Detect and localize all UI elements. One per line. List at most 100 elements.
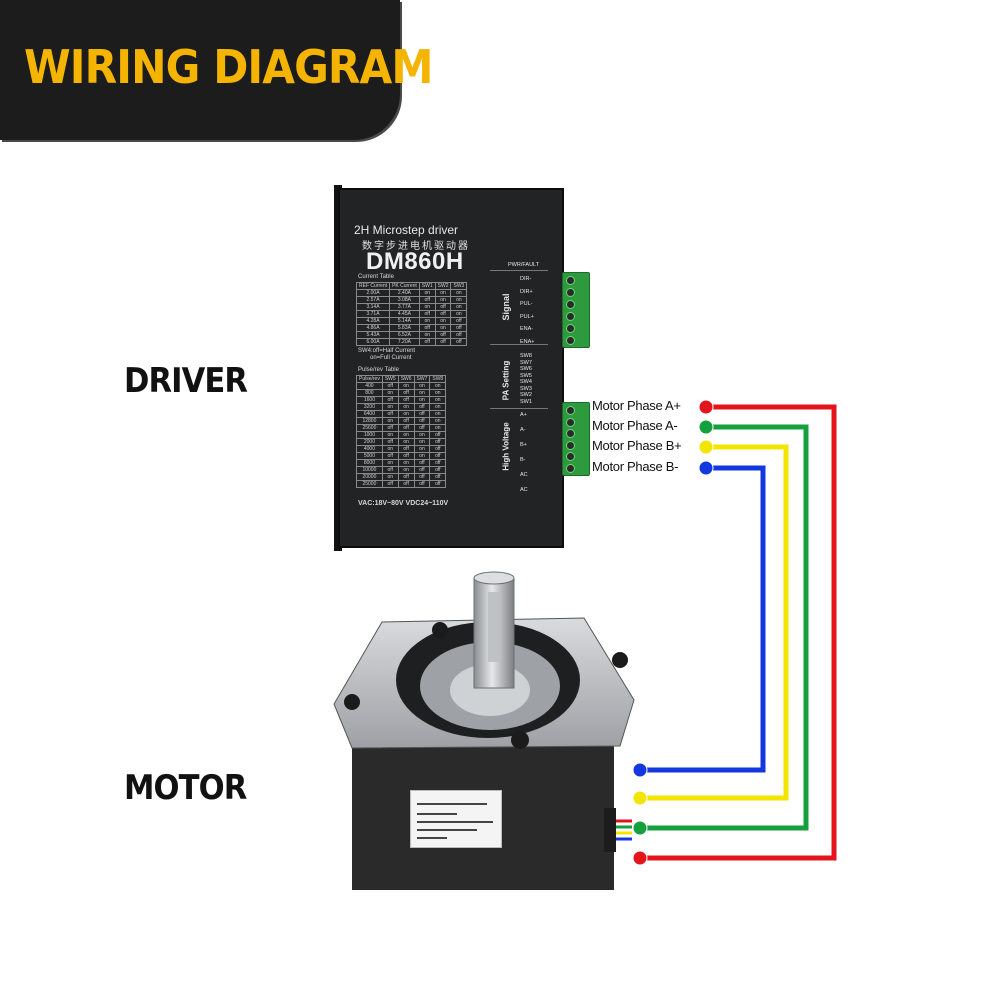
- terminal-screw-icon: [566, 417, 575, 427]
- table-cell: off: [450, 317, 468, 325]
- table-cell: 3.14A: [355, 303, 391, 311]
- table-cell: off: [413, 417, 431, 425]
- pwr-fault-label: PWR/FAULT: [508, 262, 540, 268]
- table-cell: on: [429, 410, 447, 418]
- table-cell: on: [429, 403, 447, 411]
- terminal-screw-icon: [566, 300, 575, 309]
- table-cell: 4.86A: [355, 324, 391, 332]
- table-cell: off: [381, 410, 399, 418]
- sw-pin-label: SW6: [520, 366, 532, 372]
- wire-line: [640, 424, 809, 831]
- table-cell: on: [381, 459, 399, 467]
- table-cell: SW8: [429, 375, 447, 383]
- table-cell: 6400: [356, 410, 383, 418]
- table-cell: off: [429, 445, 447, 453]
- table-cell: 6.00A: [355, 338, 391, 346]
- table-cell: off: [418, 296, 436, 304]
- table-cell: on: [429, 389, 447, 397]
- table-cell: on: [397, 466, 415, 474]
- sw4-note: SW4:off=Half Current: [358, 348, 416, 354]
- table-cell: 1600: [356, 396, 383, 404]
- table-cell: 2.00A: [355, 289, 391, 297]
- power-pin-label: AC: [520, 487, 528, 493]
- table-cell: on: [434, 289, 452, 297]
- table-cell: 8000: [356, 459, 383, 467]
- table-cell: 4.45A: [389, 310, 420, 318]
- wire-endpoint-dot-icon: [698, 399, 714, 415]
- wire-label: Motor Phase A-: [592, 418, 678, 433]
- table-cell: on: [434, 324, 452, 332]
- table-cell: off: [450, 324, 468, 332]
- sw-pin-label: SW1: [520, 398, 532, 405]
- table-cell: 800: [356, 389, 383, 397]
- table-cell: on: [397, 431, 415, 439]
- table-cell: on: [413, 396, 431, 404]
- table-cell: 3.71A: [355, 310, 391, 318]
- table-cell: off: [381, 480, 399, 488]
- table-cell: off: [381, 438, 399, 446]
- wire-endpoint-dot-icon: [632, 762, 648, 778]
- table-cell: SW6: [397, 375, 415, 383]
- table-cell: 6.52A: [389, 331, 420, 339]
- table-cell: on: [397, 403, 415, 411]
- sw-pin-label: SW3: [520, 385, 532, 392]
- table-cell: 1000: [356, 431, 383, 439]
- table-cell: on: [397, 438, 415, 446]
- table-cell: 3.77A: [389, 303, 420, 311]
- wire-label: Motor Phase B-: [592, 459, 679, 474]
- table-cell: off: [434, 303, 452, 311]
- power-pin-label: B-: [520, 457, 526, 463]
- table-cell: off: [450, 331, 468, 339]
- table-cell: off: [397, 424, 415, 432]
- wire-label: Motor Phase B+: [592, 438, 682, 453]
- table-cell: 3.08A: [389, 296, 420, 304]
- table-cell: on: [450, 296, 468, 304]
- table-cell: 2.57A: [355, 296, 391, 304]
- motor-cable-gland: [604, 808, 616, 852]
- banner-title: WIRING DIAGRAM: [24, 40, 434, 94]
- table-cell: on: [450, 303, 468, 311]
- table-cell: SW3: [450, 282, 468, 290]
- driver-model: DM860H: [366, 248, 464, 275]
- table-cell: off: [397, 473, 415, 481]
- sw-pin-label: SW5: [520, 372, 532, 379]
- power-pin-label: B+: [520, 442, 527, 448]
- terminal-screw-icon: [566, 440, 575, 450]
- table-cell: off: [434, 310, 452, 318]
- table-cell: off: [381, 382, 399, 390]
- table-cell: on: [450, 310, 468, 318]
- wire-endpoint-dot-icon: [632, 850, 648, 866]
- motor-nameplate: [410, 790, 502, 848]
- table-cell: off: [413, 480, 431, 488]
- table-cell: on: [381, 389, 399, 397]
- terminal-screw-icon: [566, 452, 575, 461]
- table-cell: off: [429, 452, 447, 460]
- driver-header: 2H Microstep driver: [354, 223, 459, 237]
- table-cell: on: [434, 296, 452, 304]
- table-cell: on: [397, 382, 415, 390]
- driver-unit: 2H Microstep driver 数字步进电机驱动器 DM860H Cur…: [338, 188, 564, 548]
- signal-pin-label: ENA+: [520, 338, 535, 345]
- table-cell: Pulse/rev: [356, 375, 383, 383]
- terminal-screw-icon: [566, 288, 575, 297]
- power-pin-label: AC: [520, 472, 528, 478]
- table-cell: 7.20A: [389, 338, 420, 346]
- table-cell: off: [434, 331, 452, 339]
- table-cell: 2000: [356, 438, 383, 446]
- table-cell: on: [418, 331, 436, 339]
- table-cell: 25000: [356, 480, 383, 488]
- terminal-screw-icon: [566, 324, 575, 333]
- motor-label: MOTOR: [124, 768, 247, 808]
